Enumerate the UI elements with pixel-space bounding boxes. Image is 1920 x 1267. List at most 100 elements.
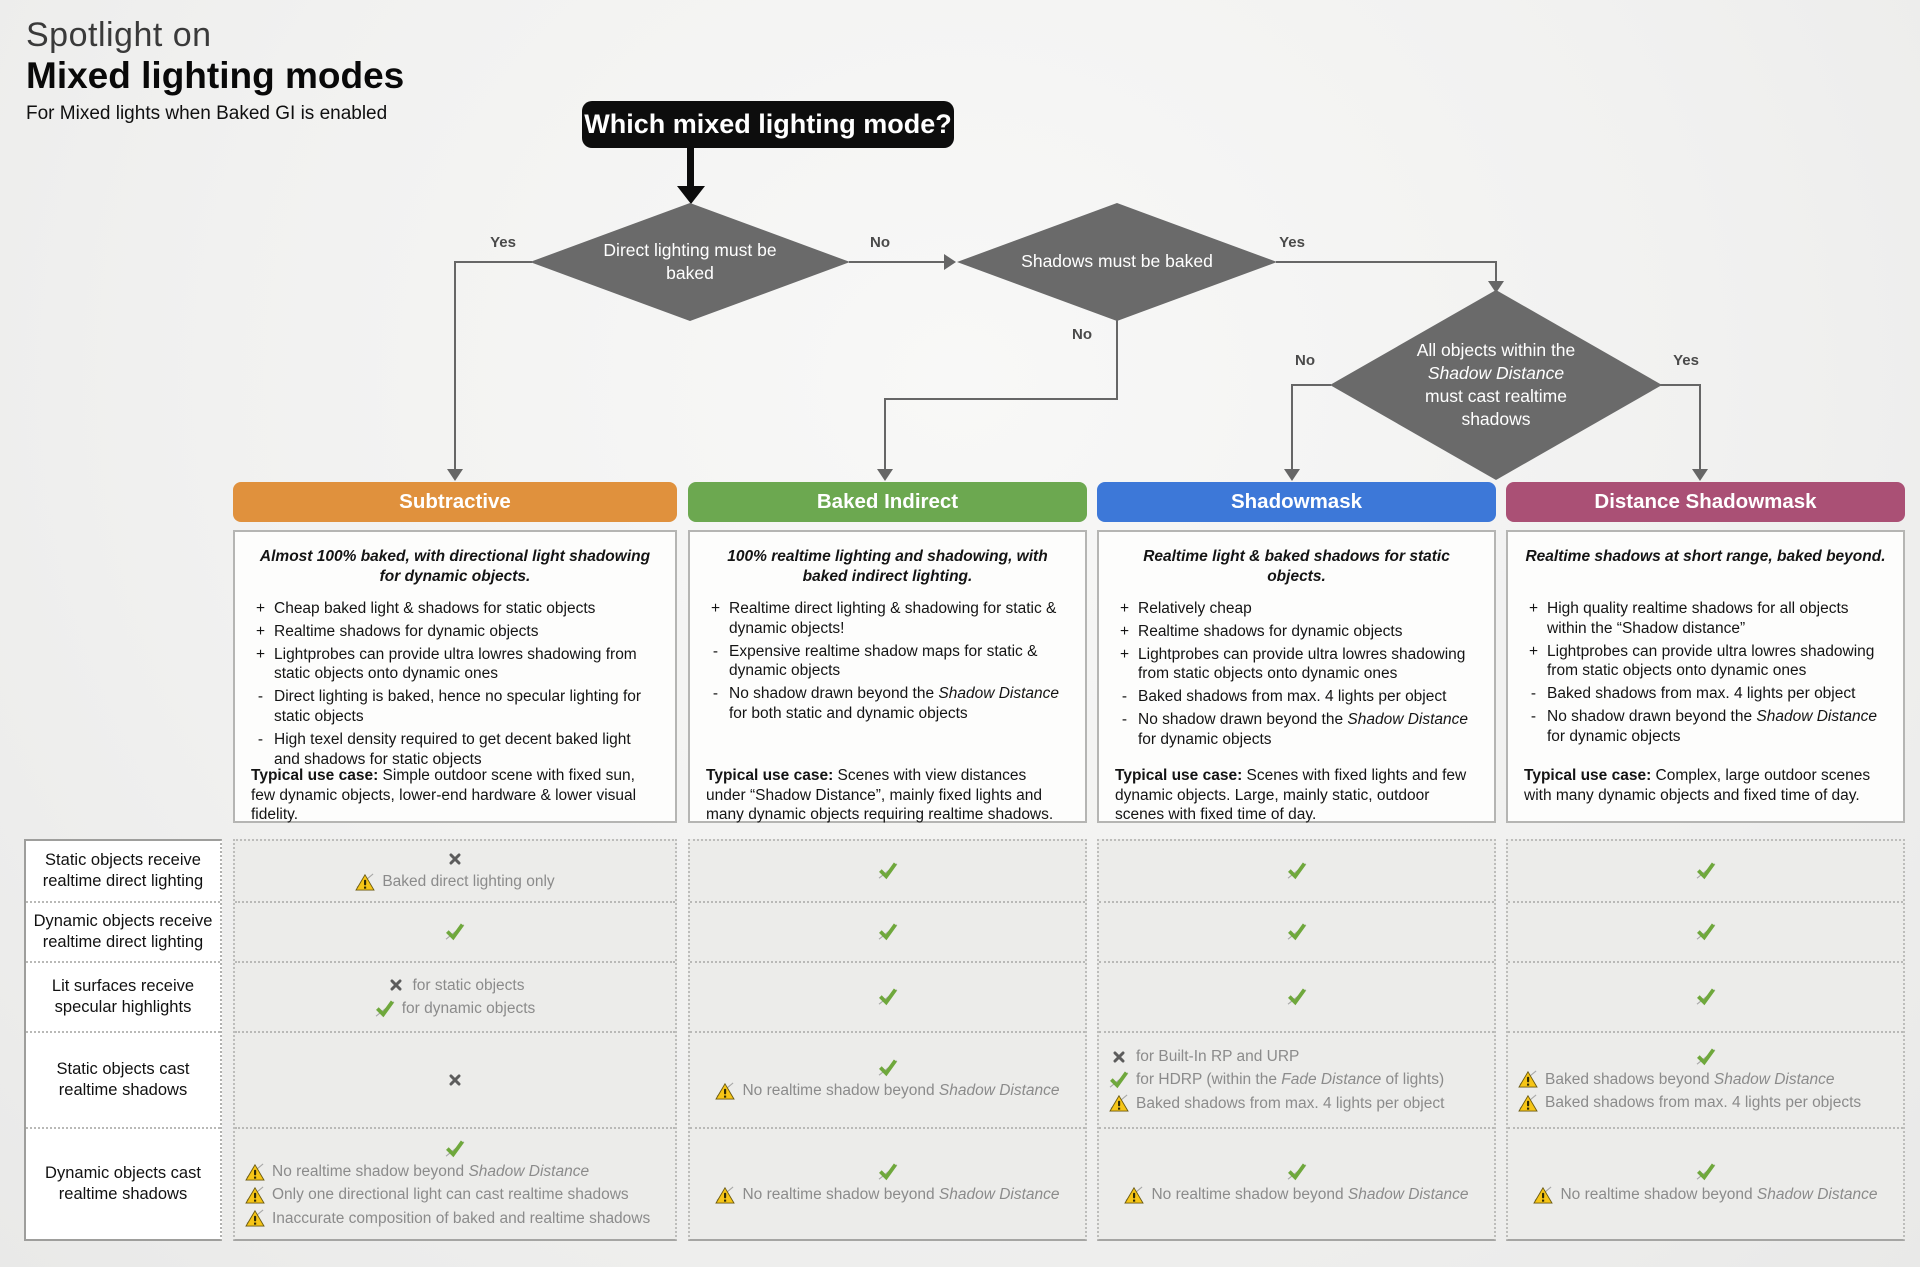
connector-yes-subtractive — [455, 261, 532, 263]
label-yes-1: Yes — [490, 234, 516, 251]
table-cell: No realtime shadow beyond Shadow Distanc… — [690, 1033, 1085, 1129]
mode-description-subtractive: Almost 100% baked, with directional ligh… — [233, 530, 677, 823]
table-cell — [1508, 903, 1903, 963]
cell-line — [1696, 988, 1716, 1006]
arrowhead-d3 — [1488, 281, 1504, 293]
cell-line — [878, 988, 898, 1006]
cell-line — [445, 1071, 465, 1089]
check-icon — [878, 1163, 898, 1181]
page-title: Mixed lighting modes — [26, 55, 405, 96]
table-column-subtractive: Baked direct lighting only for static obj… — [233, 839, 677, 1241]
check-icon — [1287, 862, 1307, 880]
warn-icon — [1109, 1094, 1129, 1112]
mode-summary: 100% realtime lighting and shadowing, wi… — [727, 548, 1048, 586]
table-cell: No realtime shadow beyond Shadow Distanc… — [690, 1129, 1085, 1239]
mode-summary: Almost 100% baked, with directional ligh… — [259, 548, 651, 586]
connector-yes-distance-drop — [1699, 384, 1701, 470]
page-subtitle: For Mixed lights when Baked GI is enable… — [26, 103, 388, 124]
mode-bullet: +Lightprobes can provide ultra lowres sh… — [1528, 642, 1875, 680]
cell-line — [445, 1140, 465, 1158]
mode-bullet: -Direct lighting is baked, hence no spec… — [257, 688, 642, 726]
mode-bullet: +High quality realtime shadows for all o… — [1528, 600, 1849, 637]
table-cell — [1099, 903, 1494, 963]
mode-bullet: -No shadow drawn beyond the Shadow Dista… — [712, 685, 1060, 723]
table-cell — [235, 1033, 675, 1129]
cell-line: Baked direct lighting only — [355, 872, 555, 891]
cell-line: No realtime shadow beyond Shadow Distanc… — [715, 1081, 1060, 1100]
cell-line: No realtime shadow beyond Shadow Distanc… — [715, 1185, 1060, 1204]
cell-line — [1287, 862, 1307, 880]
connector-yes-distance-horiz — [1659, 384, 1701, 386]
table-cell — [690, 903, 1085, 963]
cell-text: Only one directional light can cast real… — [272, 1186, 629, 1204]
cell-text: for Built-In RP and URP — [1136, 1047, 1300, 1065]
cross-icon — [445, 1071, 465, 1089]
mode-bullet: +Realtime shadows for dynamic objects — [1119, 622, 1403, 640]
cell-line — [1287, 923, 1307, 941]
cross-icon — [1109, 1048, 1129, 1066]
mode-use-case: Typical use case: Simple outdoor scene w… — [251, 767, 637, 824]
row-label-lit-surfaces-receive-specular-highlights: Lit surfaces receive specular highlights — [26, 963, 220, 1033]
mode-header-subtractive: Subtractive — [233, 482, 677, 522]
cell-line — [1696, 862, 1716, 880]
cell-line — [445, 850, 465, 868]
cell-text: for static objects — [412, 976, 525, 994]
cell-line: No realtime shadow beyond Shadow Distanc… — [245, 1162, 665, 1181]
cell-line: No realtime shadow beyond Shadow Distanc… — [1124, 1185, 1469, 1204]
warn-icon — [245, 1209, 265, 1227]
table-cell — [1099, 963, 1494, 1033]
check-icon — [878, 923, 898, 941]
label-yes-2: Yes — [1279, 234, 1305, 251]
mode-bullet: -Baked shadows from max. 4 lights per ob… — [1121, 688, 1447, 706]
table-cell: No realtime shadow beyond Shadow Distanc… — [235, 1129, 675, 1239]
mode-header-distance-shadowmask: Distance Shadowmask — [1506, 482, 1905, 522]
row-label-static-objects-receive-realtime-direct-l: Static objects receive realtime direct l… — [26, 841, 220, 903]
table-cell — [690, 841, 1085, 903]
label-no-1: No — [870, 234, 890, 251]
connector-yes-to-d3 — [1276, 261, 1497, 263]
warn-icon — [355, 873, 376, 891]
connector-no-to-d2 — [849, 261, 946, 263]
root-arrow-head — [677, 186, 705, 204]
mode-bullet: +Realtime direct lighting & shadowing fo… — [710, 600, 1057, 637]
cell-line — [878, 1163, 898, 1181]
table-cell — [690, 963, 1085, 1033]
warn-icon — [715, 1082, 736, 1100]
cell-text: Inaccurate composition of baked and real… — [272, 1209, 651, 1227]
connector-no-baked-indirect-drop1 — [1116, 320, 1118, 400]
cell-line: Only one directional light can cast real… — [245, 1185, 665, 1204]
mode-bullet: +Lightprobes can provide ultra lowres sh… — [255, 645, 637, 683]
mode-bullet: -Expensive realtime shadow maps for stat… — [712, 642, 1038, 680]
cell-text: Baked shadows from max. 4 lights per obj… — [1136, 1094, 1445, 1112]
label-no-3: No — [1295, 352, 1315, 369]
table-cell: No realtime shadow beyond Shadow Distanc… — [1099, 1129, 1494, 1239]
warn-icon — [1518, 1070, 1538, 1088]
table-cell: No realtime shadow beyond Shadow Distanc… — [1508, 1129, 1903, 1239]
warn-icon — [1518, 1094, 1538, 1112]
mode-use-case: Typical use case: Complex, large outdoor… — [1524, 767, 1871, 804]
mode-header-shadowmask: Shadowmask — [1097, 482, 1496, 522]
table-row-labels: Static objects receive realtime direct l… — [24, 839, 222, 1241]
cell-line: No realtime shadow beyond Shadow Distanc… — [1533, 1185, 1878, 1204]
check-icon — [1696, 988, 1716, 1006]
connector-no-shadowmask-drop — [1291, 384, 1293, 470]
decision-shadows-baked: Shadows must be baked — [957, 203, 1277, 321]
mode-bullet: -High texel density required to get dece… — [257, 730, 631, 768]
table-cell — [235, 903, 675, 963]
mode-bullet: +Lightprobes can provide ultra lowres sh… — [1119, 645, 1466, 683]
check-icon — [1696, 1163, 1716, 1181]
cell-text: No realtime shadow beyond Shadow Distanc… — [272, 1162, 590, 1180]
cell-line: for static objects — [386, 976, 525, 995]
connector-yes-subtractive-drop — [454, 261, 456, 471]
check-icon — [1287, 988, 1307, 1006]
table-cell — [1508, 841, 1903, 903]
mode-bullet: +Relatively cheap — [1119, 600, 1252, 617]
cell-line — [1287, 1163, 1307, 1181]
table-cell — [1508, 963, 1903, 1033]
cell-line — [878, 862, 898, 880]
mode-use-case: Typical use case: Scenes with view dista… — [706, 767, 1054, 824]
check-icon — [878, 1059, 898, 1077]
